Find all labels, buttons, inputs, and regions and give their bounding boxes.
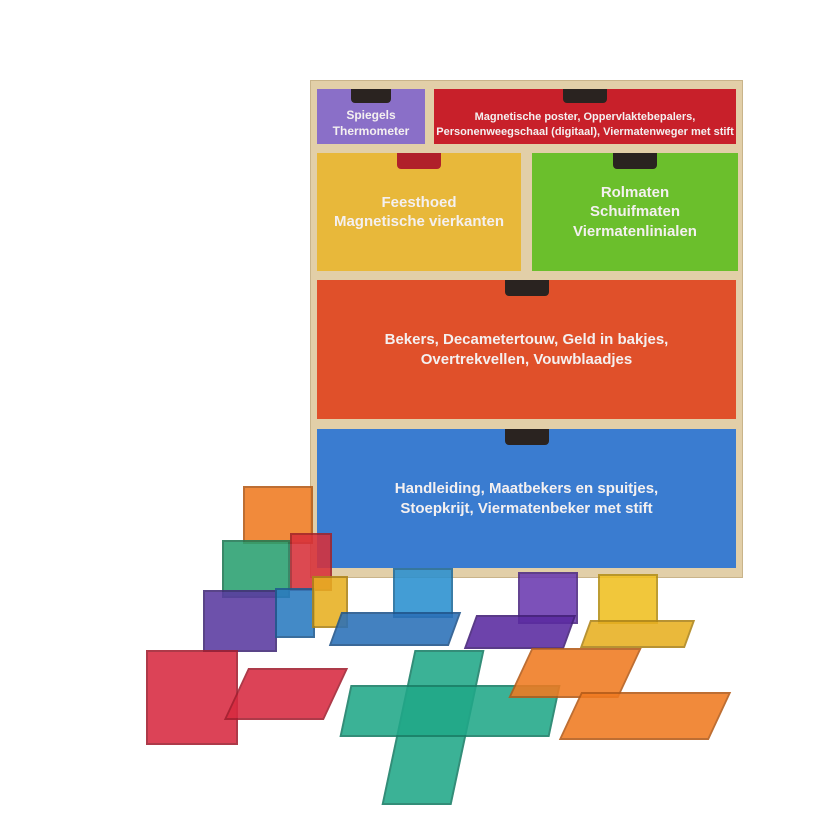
drawer-label: Spiegels <box>346 107 396 122</box>
drawer-label: Stoepkrijt, Viermatenbeker met stift <box>400 499 653 517</box>
drawer-label: Personenweegschaal (digitaal), Viermaten… <box>436 125 734 138</box>
drawer-label: Rolmaten <box>600 183 670 201</box>
drawer-handleiding[interactable]: Handleiding, Maatbekers en spuitjes, Stoe… <box>317 429 736 568</box>
drawer-label: Feesthoed <box>381 193 457 211</box>
drawer-bekers[interactable]: Bekers, Decametertouw, Geld in bakjes, Ov… <box>317 280 736 419</box>
drawer-label: Viermatenlinialen <box>573 222 697 240</box>
drawer-label: Overtrekvellen, Vouwblaadjes <box>420 350 633 368</box>
tile-cube-blue <box>275 588 315 638</box>
tile-yellow-cube <box>598 574 658 624</box>
drawer-handle <box>504 280 549 296</box>
drawer-label: Magnetische poster, Oppervlaktebepalers, <box>474 111 696 124</box>
tile-blue-flat <box>328 612 462 646</box>
drawer-handle <box>563 89 607 103</box>
tile-yellow-flat <box>579 620 696 648</box>
drawer-label: Magnetische vierkanten <box>333 213 505 230</box>
tile-red-net <box>146 650 238 745</box>
drawer-handle <box>613 153 657 169</box>
tile-cube-green <box>222 540 290 598</box>
drawer-label: Handleiding, Maatbekers en spuitjes, <box>394 480 659 497</box>
tile-red-net-flat <box>223 668 349 720</box>
drawer-poster[interactable]: Magnetische poster, Oppervlaktebepalers,… <box>434 89 736 144</box>
tile-purple-flat <box>463 615 577 649</box>
drawer-label: Schuifmaten <box>589 203 680 221</box>
drawer-handle <box>351 89 391 103</box>
tile-orange-net <box>508 648 642 698</box>
tile-blue-open-cube <box>393 568 453 618</box>
drawer-label: Thermometer <box>332 123 410 138</box>
drawer-label: Bekers, Decametertouw, Geld in bakjes, <box>384 331 669 348</box>
tile-cube-orange <box>243 486 313 544</box>
drawer-handle <box>504 429 549 445</box>
tile-orange-net-2 <box>558 692 732 740</box>
drawer-handle <box>397 153 441 169</box>
tile-cube-purple <box>203 590 277 652</box>
